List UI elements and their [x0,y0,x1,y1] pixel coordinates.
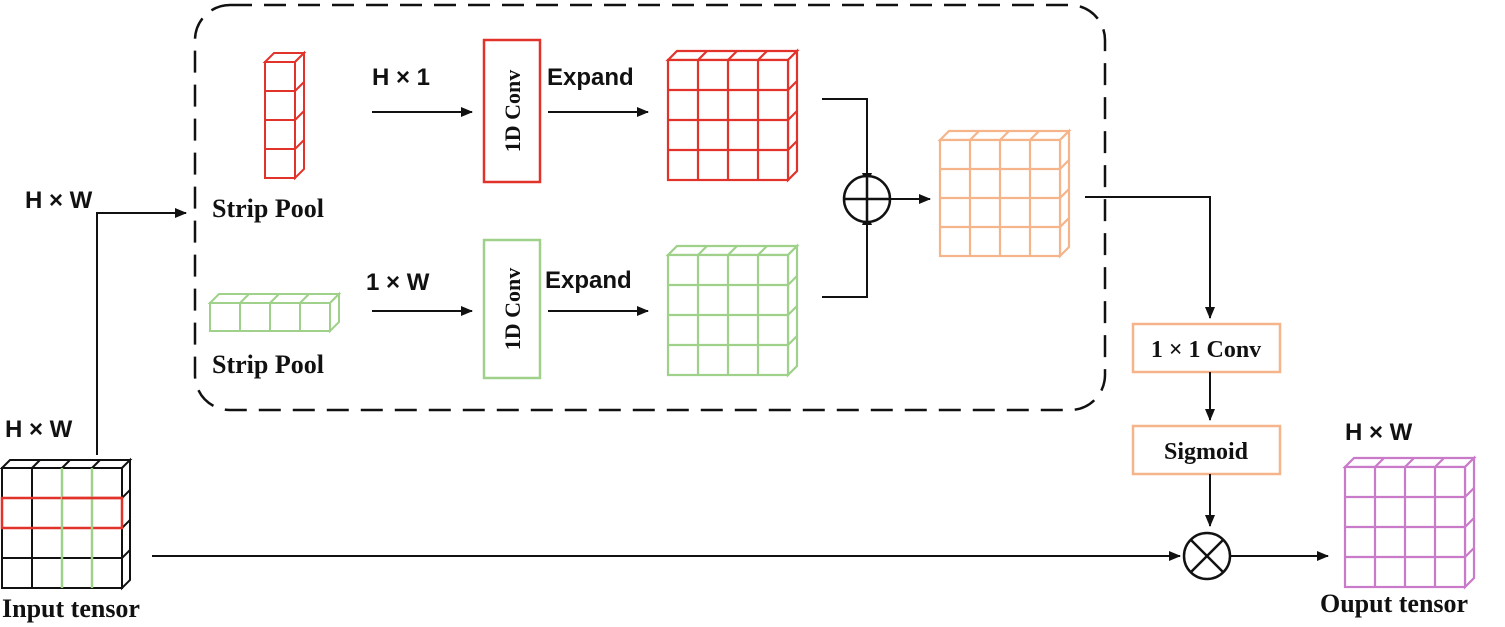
circle-plus-icon [842,174,892,224]
output-dim-label: H × W [1345,419,1413,446]
orange-to-conv-connector [1085,196,1215,319]
branch-dim-label: H × W [25,187,93,214]
circle-times-icon [1182,531,1232,581]
input-branch-arrow [96,208,187,455]
expand-bottom-label: Expand [545,267,632,294]
one-by-w-label: 1 × W [366,269,430,296]
expanded-green-tensor [665,243,800,378]
input-tensor [0,457,133,591]
input-dim-label: H × W [5,416,73,443]
conv1d-top-label: 1D Conv [500,70,525,153]
strip-pool-top-label: Strip Pool [212,194,324,223]
bottom-to-add-connector [822,213,872,298]
conv1x1-box [1131,322,1282,374]
sigmoid-box [1131,424,1282,476]
output-tensor-label: Ouput tensor [1320,589,1468,618]
strip-pooling-module-border [193,3,1107,412]
sigmoid-label: Sigmoid [1164,439,1249,465]
output-tensor [1342,455,1477,590]
conv1d-bottom-box [482,238,542,380]
expand-top-label: Expand [547,64,634,91]
conv1d-top-box [482,38,542,184]
input-tensor-label: Input tensor [2,594,140,623]
strip-pool-bottom-label: Strip Pool [212,350,324,379]
conv1d-bottom-label: 1D Conv [500,268,525,351]
fused-orange-tensor [937,128,1072,259]
vertical-strip-pool [262,50,307,181]
expanded-red-tensor [665,48,800,183]
horizontal-strip-pool [207,291,342,334]
conv1x1-label: 1 × 1 Conv [1151,337,1261,363]
top-to-add-connector [822,98,872,185]
h-by-1-label: H × 1 [372,64,430,91]
